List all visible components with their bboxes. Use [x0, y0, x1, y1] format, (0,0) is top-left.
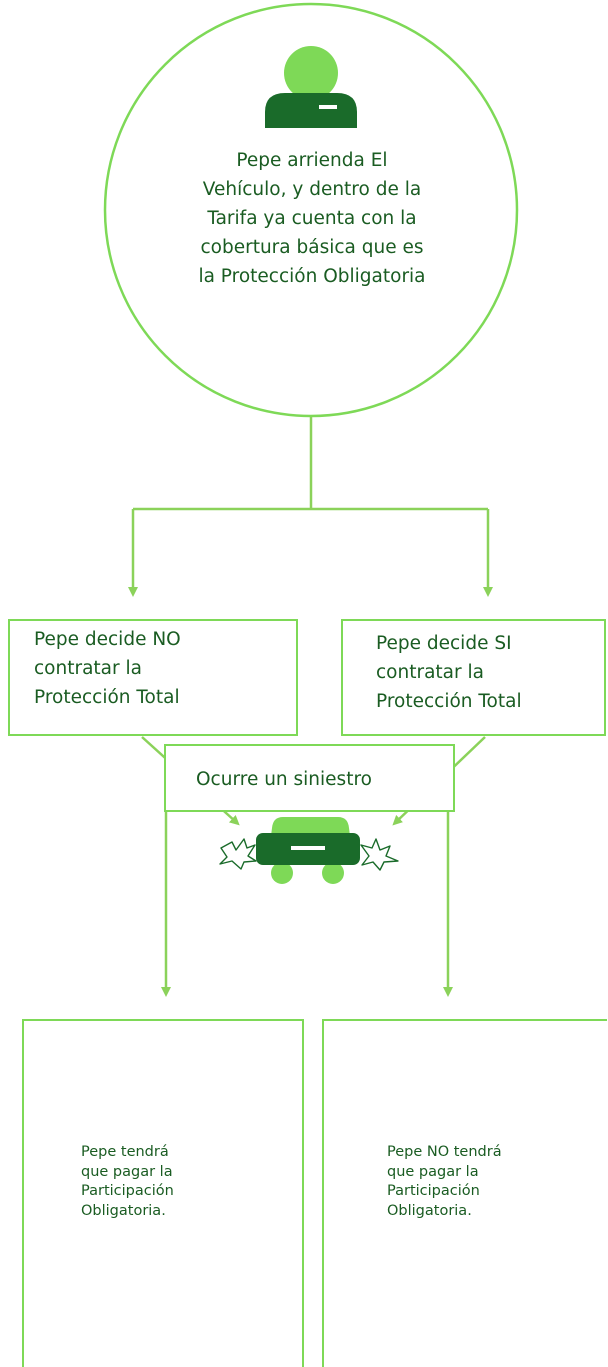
decision-no-text: Pepe decide NO contratar la Protección T…: [34, 629, 181, 708]
result-si-text: Pepe NO tendrá que pagar la Participació…: [387, 1144, 502, 1219]
result-si-box: [322, 1019, 607, 1367]
result-no-box: [22, 1019, 304, 1367]
start-circle: [103, 2, 519, 418]
event-text: Ocurre un siniestro: [196, 769, 372, 790]
event-box: [164, 744, 455, 812]
result-no-text: Pepe tendrá que pagar la Participación O…: [81, 1144, 174, 1219]
car-crash-icon: [219, 817, 399, 884]
decision-si-box: [341, 619, 606, 736]
decision-no-box: [8, 619, 298, 736]
decision-si-text: Pepe decide SI contratar la Protección T…: [376, 633, 522, 712]
connector-start-split: [133, 417, 488, 511]
start-node-text: Pepe arrienda El Vehículo, y dentro de l…: [198, 150, 426, 287]
person-icon: [265, 46, 357, 128]
